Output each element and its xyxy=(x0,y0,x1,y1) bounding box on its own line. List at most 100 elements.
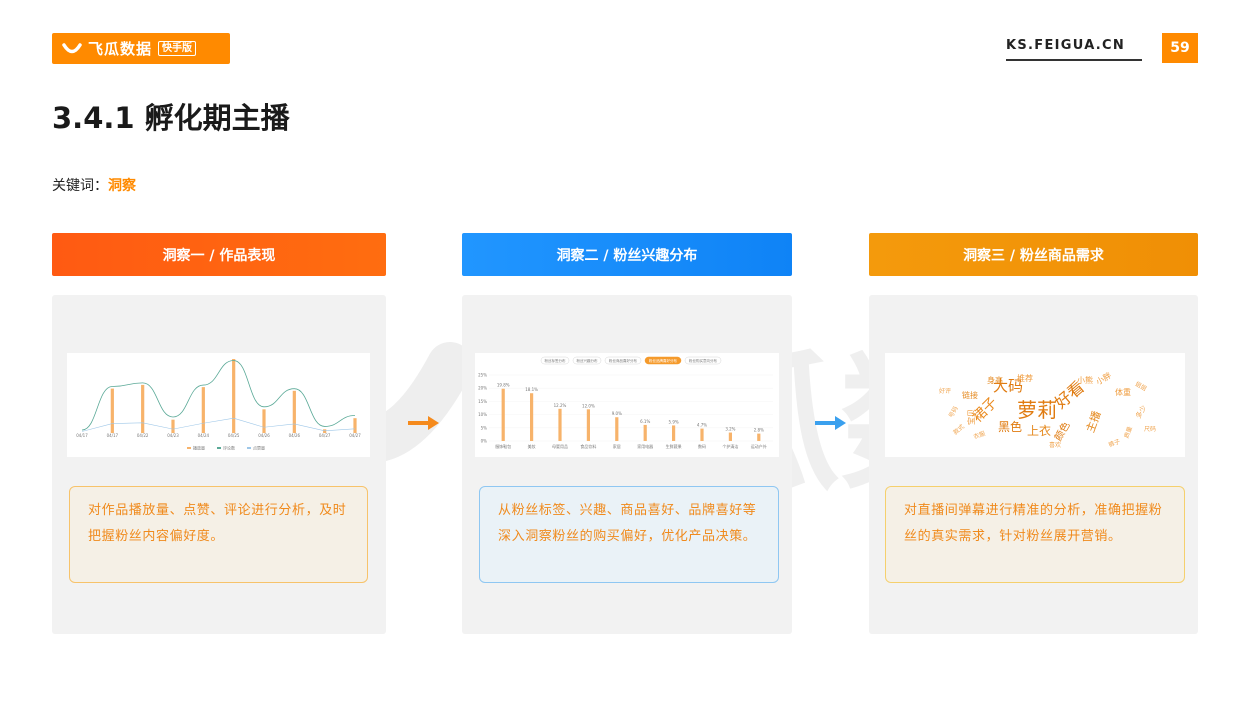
word-cloud-word: 推荐 xyxy=(1017,373,1033,383)
card-header-fan-demand: 洞察三 / 粉丝商品需求 xyxy=(869,233,1198,276)
fan-value-label: 18.1% xyxy=(525,387,538,392)
fan-x-tick: 个护清洁 xyxy=(722,443,738,449)
fan-bar xyxy=(728,432,732,441)
fan-value-label: 3.2% xyxy=(725,427,735,432)
word-cloud-word: 小胖 xyxy=(1094,370,1113,387)
note-fan-interest: 从粉丝标签、兴趣、商品喜好、品牌喜好等深入洞察粉丝的购买偏好，优化产品决策。 xyxy=(479,486,779,583)
works-x-tick: 04/25 xyxy=(228,433,240,438)
brand-logo: 飞瓜数据 快手版 xyxy=(52,33,230,64)
fan-bar xyxy=(530,393,534,441)
fan-x-tick: 家居 xyxy=(613,443,621,449)
fan-bar xyxy=(586,409,590,441)
works-x-tick: 04/27 xyxy=(319,433,331,438)
word-cloud-word: 款式 xyxy=(952,423,966,437)
fan-bar xyxy=(643,424,647,441)
works-legend-swatch xyxy=(247,447,251,449)
works-bar xyxy=(262,409,266,433)
fan-value-label: 12.2% xyxy=(554,403,567,408)
fan-bar xyxy=(558,408,562,441)
fan-bar xyxy=(615,417,619,441)
word-cloud-word: 喜欢 xyxy=(1049,441,1061,449)
fan-bar xyxy=(501,388,505,441)
fan-bar xyxy=(757,433,761,441)
fan-y-tick: 15% xyxy=(478,399,487,404)
fan-x-tick: 母婴用品 xyxy=(552,444,568,449)
fan-tab[interactable] xyxy=(684,356,722,365)
word-cloud-word: 多少 xyxy=(1133,403,1148,420)
card-work-performance: 04/17 04/17 04/22 04/23 04/24 04/25 04/26 04/26… xyxy=(52,295,386,634)
works-x-tick: 04/22 xyxy=(137,433,149,438)
word-cloud-preview: 萝莉大码裙子好看黑色上衣小熊推荐身高链接颜色主播体重小胖宝贝多少号码质量款式衣服… xyxy=(885,353,1185,457)
arrow-right-icon xyxy=(408,416,439,430)
fan-bar xyxy=(672,425,676,441)
fan-x-tick: 家用电器 xyxy=(637,443,653,449)
word-cloud-word: 萝莉 xyxy=(1017,398,1057,422)
fan-tab-label: 粉丝品牌喜好分布 xyxy=(649,358,677,363)
works-x-tick: 04/26 xyxy=(289,433,301,438)
plays-line xyxy=(81,360,356,431)
fan-tab[interactable] xyxy=(540,356,570,365)
fan-value-label: 2.8% xyxy=(754,428,764,433)
works-chart-preview: 04/17 04/17 04/22 04/23 04/24 04/25 04/26 04/26… xyxy=(67,353,370,457)
site-link[interactable]: KS.FEIGUA.CN xyxy=(1006,38,1142,61)
fan-y-tick: 20% xyxy=(478,386,487,391)
fan-x-tick: 生鲜蔬果 xyxy=(666,443,682,449)
keyword-row: 关键词：洞察 xyxy=(52,175,136,195)
melon-logo-icon xyxy=(62,42,82,53)
fan-x-tick: 运动户外 xyxy=(751,443,767,449)
card-header-work-performance: 洞察一 / 作品表现 xyxy=(52,233,386,276)
fan-value-label: 19.8% xyxy=(497,383,510,388)
fan-interest-chart: 粉丝标签分布粉丝兴趣分布粉丝商品喜好分布粉丝品牌喜好分布粉丝购买意向分布0%5%… xyxy=(478,356,773,449)
word-cloud-word: 黑色 xyxy=(998,420,1022,434)
note-work-performance: 对作品播放量、点赞、评论进行分析，及时把握粉丝内容偏好度。 xyxy=(69,486,368,583)
works-x-tick: 04/26 xyxy=(258,433,270,438)
fan-value-label: 4.7% xyxy=(697,423,707,428)
works-legend-swatch xyxy=(187,447,191,449)
word-cloud-word: 好评 xyxy=(939,387,951,395)
fan-y-tick: 0% xyxy=(481,439,488,444)
works-bar xyxy=(353,418,357,433)
works-bar xyxy=(201,387,205,433)
works-bar xyxy=(141,384,145,433)
fan-tab-label: 粉丝商品喜好分布 xyxy=(609,358,637,363)
word-cloud-word: 颜色 xyxy=(1051,419,1072,443)
page-number: 59 xyxy=(1162,33,1198,63)
fan-y-tick: 10% xyxy=(478,412,487,417)
works-bar xyxy=(110,388,114,433)
word-cloud-word: 体重 xyxy=(1115,387,1131,397)
works-x-tick: 04/24 xyxy=(198,433,210,438)
card-header-fan-interest: 洞察二 / 粉丝兴趣分布 xyxy=(462,233,792,276)
word-cloud: 萝莉大码裙子好看黑色上衣小熊推荐身高链接颜色主播体重小胖宝贝多少号码质量款式衣服… xyxy=(939,370,1156,449)
arrow-right-icon xyxy=(815,416,846,430)
card-fan-demand: 萝莉大码裙子好看黑色上衣小熊推荐身高链接颜色主播体重小胖宝贝多少号码质量款式衣服… xyxy=(869,295,1198,634)
brand-badge: 快手版 xyxy=(158,41,197,56)
works-x-tick: 04/17 xyxy=(107,433,119,438)
word-cloud-word: 裤子 xyxy=(1107,437,1121,449)
works-bar xyxy=(292,390,296,433)
word-cloud-word: 主播 xyxy=(1083,409,1104,434)
fan-tab[interactable] xyxy=(572,356,602,365)
word-cloud-word: 衣服 xyxy=(972,429,986,441)
fan-x-tick: 服饰鞋包 xyxy=(495,443,511,449)
works-legend-swatch xyxy=(217,447,221,449)
fan-tab-label: 粉丝购买意向分布 xyxy=(689,358,717,363)
works-bar xyxy=(171,419,175,433)
comments-line xyxy=(81,417,356,432)
fan-tab-label: 粉丝兴趣分布 xyxy=(577,358,598,363)
works-legend-label: 评论数 xyxy=(223,445,235,451)
brand-name: 飞瓜数据 xyxy=(88,40,153,58)
fan-y-tick: 5% xyxy=(481,425,488,430)
fan-value-label: 6.1% xyxy=(640,419,650,424)
works-x-tick: 04/23 xyxy=(167,433,179,438)
word-cloud-word: 大码 xyxy=(993,377,1023,395)
fan-tab[interactable] xyxy=(644,356,682,365)
keyword-value: 洞察 xyxy=(108,178,136,194)
fan-value-label: 9.0% xyxy=(612,411,622,416)
works-bar xyxy=(232,359,236,433)
works-x-tick: 04/17 xyxy=(76,433,88,438)
note-fan-demand: 对直播间弹幕进行精准的分析，准确把握粉丝的真实需求，针对粉丝展开营销。 xyxy=(885,486,1185,583)
works-legend-label: 点赞量 xyxy=(253,445,265,451)
fan-tab[interactable] xyxy=(604,356,642,365)
word-cloud-word: 姐姐 xyxy=(1134,380,1148,393)
